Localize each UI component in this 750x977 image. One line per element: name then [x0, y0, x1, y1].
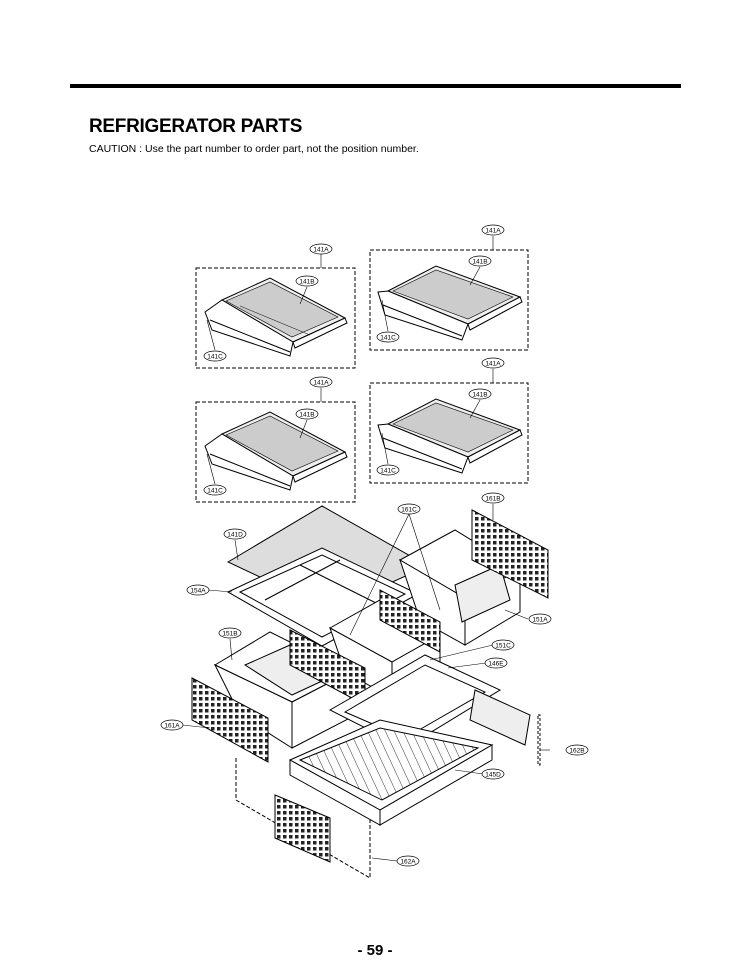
page-number: - 59 -: [357, 942, 393, 959]
callout-label: 154A: [190, 587, 206, 594]
callout-bubble: 141A: [309, 243, 333, 255]
shelf-group-right-lower: [369, 382, 529, 484]
top-rule: [70, 84, 681, 88]
callout-label: 162B: [569, 747, 584, 754]
callout-label: 141A: [313, 379, 329, 386]
callout-bubble: 141C: [203, 484, 227, 496]
crisper-drawer-left: [213, 629, 366, 749]
callout-label: 151A: [532, 616, 548, 623]
caution-note: CAUTION : Use the part number to order p…: [89, 143, 419, 155]
callout-bubble: 141A: [309, 376, 333, 388]
callout-label: 161C: [401, 506, 417, 513]
callout-bubble: 154A: [186, 584, 210, 596]
callout-label: 145D: [485, 771, 501, 778]
callout-label: 141B: [472, 391, 487, 398]
callout-bubble: 161C: [397, 503, 421, 515]
callout-bubble: 141C: [376, 464, 400, 476]
callout-label: 141B: [472, 258, 487, 265]
callout-label: 141C: [207, 487, 223, 494]
callout-label: 161A: [164, 722, 180, 729]
callout-label: 141A: [485, 360, 501, 367]
callout-bubble: 151B: [218, 627, 242, 639]
callout-bubble: 162B: [565, 744, 589, 756]
callout-bubble: 141C: [203, 350, 227, 362]
crisper-cover-frame: [226, 547, 420, 647]
shelf-group-right-upper: [369, 249, 529, 351]
callout-label: 141B: [299, 411, 314, 418]
shelf-group-left-lower: [195, 401, 356, 503]
callout-label: 141A: [485, 227, 501, 234]
divider-grille-right: [471, 509, 549, 599]
callout-bubble: 161B: [481, 492, 505, 504]
callout-label: 161B: [485, 495, 500, 502]
callout-bubble: 146E: [484, 657, 508, 669]
callout-label: 141B: [299, 278, 314, 285]
divider-grille-bottom: [274, 794, 331, 863]
leader-lines: [181, 236, 550, 862]
callout-bubble: 151A: [528, 613, 552, 625]
callout-label: 141C: [207, 353, 223, 360]
callout-labels: 141A 141B 141C 141A 141B 141C 141A 141B …: [160, 224, 589, 867]
shelf-group-left-upper: [195, 267, 356, 369]
callout-bubble: 141C: [376, 331, 400, 343]
callout-label: 141D: [227, 531, 243, 538]
callout-bubble: 162A: [396, 855, 420, 867]
callout-label: 141C: [380, 334, 396, 341]
callout-label: 151B: [222, 630, 237, 637]
callout-bubble: 141B: [295, 275, 319, 287]
callout-bubble: 141B: [468, 388, 492, 400]
callout-bubble: 141A: [481, 224, 505, 236]
callout-label: 141A: [313, 246, 329, 253]
callout-label: 162A: [400, 858, 416, 865]
bottom-tray: [288, 719, 494, 826]
callout-label: 151C: [495, 642, 511, 649]
page-title: REFRIGERATOR PARTS: [89, 116, 303, 137]
divider-grille-left: [191, 677, 269, 763]
callout-bubble: 141B: [468, 255, 492, 267]
callout-bubble: 141B: [295, 408, 319, 420]
callout-bubble: 141A: [481, 357, 505, 369]
callout-bubble: 161A: [160, 719, 184, 731]
callout-bubble: 141D: [223, 528, 247, 540]
callout-label: 141C: [380, 467, 396, 474]
callout-bubble: 145D: [481, 768, 505, 780]
callout-bubble: 151C: [491, 639, 515, 651]
callout-label: 146E: [488, 660, 504, 667]
crisper-drawer-right: [398, 529, 522, 646]
lower-dashed-outline: [235, 758, 371, 879]
